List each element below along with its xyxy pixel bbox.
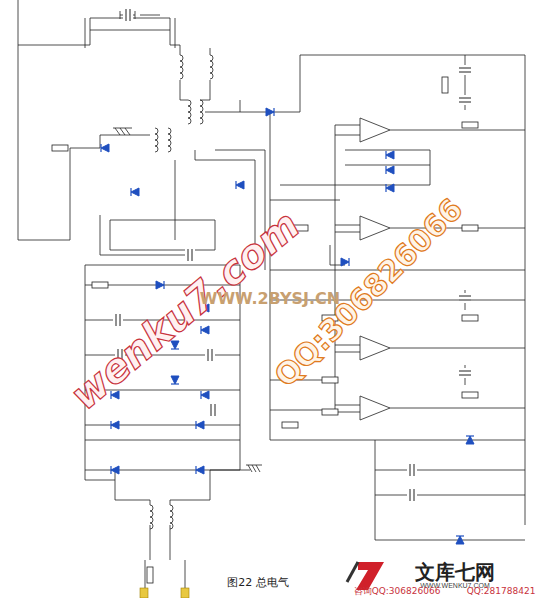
- diode-symbol: [111, 421, 119, 429]
- logo-stroke: [347, 562, 358, 582]
- resistor-symbol: [147, 567, 153, 583]
- capacitor-symbol: [185, 249, 195, 261]
- diode-symbol: [131, 188, 139, 196]
- diode-symbol: [201, 326, 209, 334]
- coil-turn: [155, 128, 158, 134]
- coil-turn: [150, 517, 153, 523]
- coil-turn: [168, 134, 171, 140]
- diode-symbol: [341, 258, 349, 266]
- diode-symbol: [201, 391, 209, 399]
- resistor-symbol: [442, 77, 448, 93]
- watermark-text: 文库七网: [413, 561, 497, 583]
- coil-turn: [180, 61, 183, 67]
- diode-symbol: [466, 436, 474, 444]
- coil-turn: [200, 106, 203, 112]
- capacitor-symbol: [459, 293, 471, 303]
- resistor-symbol: [282, 422, 298, 428]
- diode-symbol: [196, 421, 204, 429]
- coil-turn: [188, 106, 191, 112]
- resistor-symbol: [462, 315, 478, 321]
- diode-symbol: [101, 144, 109, 152]
- coil-turn: [168, 128, 171, 134]
- watermark-text: QQ:281788421: [465, 587, 538, 597]
- diode-symbol: [386, 184, 394, 192]
- coil-turn: [200, 118, 203, 124]
- coil-turn: [188, 112, 191, 118]
- resistor-symbol: [322, 409, 338, 415]
- coil-turn: [180, 67, 183, 73]
- diode-symbol: [196, 466, 204, 474]
- watermark-text: wenku7.com: [61, 201, 310, 420]
- capacitor-symbol: [459, 65, 471, 75]
- coil-turn: [150, 505, 153, 511]
- watermark-text: WWW.2BYSJ.CN: [198, 290, 342, 308]
- coil-turn: [200, 112, 203, 118]
- diode-symbol: [236, 181, 244, 189]
- resistor-symbol: [92, 282, 108, 288]
- capacitor-symbol: [123, 9, 133, 21]
- wires: [18, 0, 525, 590]
- coil-turn: [180, 55, 183, 61]
- diode-symbol: [386, 151, 394, 159]
- coil-turn: [155, 140, 158, 146]
- coil-turn: [168, 140, 171, 146]
- capacitor-symbol: [407, 489, 417, 501]
- coil-turn: [155, 146, 158, 152]
- coil-turn: [210, 67, 213, 73]
- coil-turn: [180, 73, 183, 79]
- coil-turn: [210, 73, 213, 79]
- capacitor-symbol: [459, 368, 471, 378]
- plug-pin: [140, 588, 148, 598]
- coil-turn: [155, 134, 158, 140]
- coil-turn: [150, 523, 153, 529]
- capacitor-symbol: [113, 314, 123, 326]
- diode-symbol: [266, 108, 274, 116]
- diode-symbol: [156, 281, 164, 289]
- coil-turn: [210, 61, 213, 67]
- logo-seven: [356, 562, 384, 590]
- diode-symbol: [386, 166, 394, 174]
- coil-turn: [210, 55, 213, 61]
- coil-turn: [200, 100, 203, 106]
- coil-turn: [170, 517, 173, 523]
- watermark-text: 咨询QQ:306826066: [352, 587, 443, 597]
- coil-turn: [188, 100, 191, 106]
- components: [52, 9, 478, 583]
- resistor-symbol: [462, 392, 478, 398]
- figure-caption: 图22 总电气: [225, 577, 291, 589]
- coil-turn: [170, 505, 173, 511]
- capacitor-symbol: [205, 349, 215, 361]
- coil-turn: [170, 523, 173, 529]
- plug-pin: [181, 588, 189, 598]
- capacitor-symbol: [208, 404, 218, 416]
- capacitor-symbol: [459, 95, 471, 105]
- coil-turn: [168, 146, 171, 152]
- resistor-symbol: [462, 122, 478, 128]
- resistor-symbol: [52, 145, 68, 151]
- diode-symbol: [456, 536, 464, 544]
- resistor-symbol: [462, 225, 478, 231]
- coil-turn: [150, 511, 153, 517]
- diode-symbol: [171, 376, 179, 384]
- coil-turn: [170, 511, 173, 517]
- coil-turn: [188, 118, 191, 124]
- diode-symbol: [111, 466, 119, 474]
- capacitor-symbol: [407, 464, 417, 476]
- resistor-symbol: [322, 377, 338, 383]
